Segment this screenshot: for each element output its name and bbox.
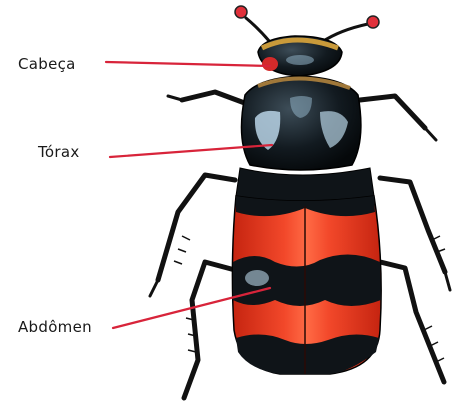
beetle-head xyxy=(258,36,342,76)
antenna-tip-right xyxy=(367,16,379,28)
beetle-midbody xyxy=(236,168,374,201)
beetle-abdomen xyxy=(232,196,381,374)
pointer-line-head xyxy=(106,62,270,66)
label-head: Cabeça xyxy=(18,55,76,73)
label-abdomen: Abdômen xyxy=(18,318,92,336)
antenna-tip-left xyxy=(235,6,247,18)
label-thorax: Tórax xyxy=(38,143,80,161)
beetle-thorax xyxy=(241,76,360,170)
